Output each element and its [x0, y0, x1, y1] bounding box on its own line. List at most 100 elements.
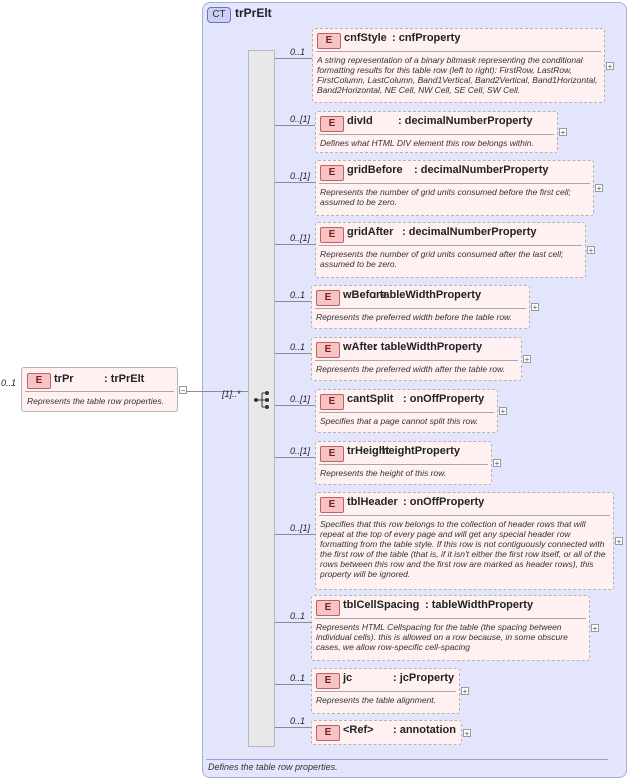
expand-toggle[interactable]: +: [499, 407, 507, 416]
sequence-icon: [254, 391, 269, 409]
element-type: : jcProperty: [393, 672, 455, 684]
root-occurrence: 0..1: [1, 378, 17, 388]
root-connector-line: [187, 391, 248, 392]
element-name: <Ref>: [343, 724, 374, 736]
element-badge: E: [316, 725, 340, 741]
element-badge: E: [316, 673, 340, 689]
expand-toggle[interactable]: +: [493, 459, 501, 468]
element-badge: E: [316, 290, 340, 306]
expand-toggle[interactable]: +: [523, 355, 531, 364]
connector-line: [275, 182, 315, 183]
element-description: Specifies that this row belongs to the c…: [320, 519, 606, 579]
element-separator: [319, 464, 488, 465]
element-type: : decimalNumberProperty: [414, 164, 549, 176]
occurrence-label: 0..[1]: [290, 233, 311, 243]
expand-toggle[interactable]: +: [591, 624, 599, 633]
element-box-wafter[interactable]: [311, 337, 522, 381]
element-badge: E: [320, 165, 344, 181]
element-name: divId: [347, 115, 373, 127]
root-element-name: trPr: [54, 373, 74, 385]
element-type: : heightProperty: [375, 445, 460, 457]
occurrence-label: 0..[1]: [290, 114, 311, 124]
connector-line: [275, 405, 315, 406]
connector-line: [275, 244, 315, 245]
sequence-occurrence: [1]..*: [222, 389, 241, 399]
occurrence-label: 0..[1]: [290, 394, 311, 404]
element-type: : decimalNumberProperty: [398, 115, 533, 127]
element-separator: [315, 308, 526, 309]
connector-line: [275, 457, 315, 458]
expand-toggle[interactable]: +: [559, 128, 567, 137]
complex-type-badge: CT: [207, 7, 231, 23]
element-box-cantsplit[interactable]: [315, 389, 498, 433]
sequence-compositor[interactable]: [248, 50, 275, 747]
element-type: : tableWidthProperty: [425, 599, 534, 611]
footer-divider: [206, 759, 608, 760]
element-badge: E: [320, 446, 344, 462]
element-name: wAfter: [343, 341, 378, 353]
element-separator: [316, 51, 601, 52]
element-description: Represents the number of grid units cons…: [320, 187, 571, 207]
occurrence-label: 0..[1]: [290, 523, 311, 533]
element-separator: [315, 691, 456, 692]
connector-line: [275, 727, 311, 728]
expand-toggle[interactable]: +: [595, 184, 603, 193]
occurrence-label: 0..1: [290, 673, 306, 683]
element-separator: [319, 412, 494, 413]
element-description: Represents the height of this row.: [320, 468, 447, 478]
element-type: : onOffProperty: [403, 496, 485, 508]
element-name: gridBefore: [347, 164, 403, 176]
element-type: : decimalNumberProperty: [402, 226, 537, 238]
collapse-toggle[interactable]: −: [179, 386, 187, 395]
element-separator: [319, 183, 590, 184]
element-name: trHeight: [347, 445, 390, 457]
complex-type-name: trPrElt: [235, 6, 272, 20]
element-box-gridbefore[interactable]: [315, 160, 594, 216]
connector-line: [275, 58, 312, 59]
connector-line: [275, 301, 311, 302]
expand-toggle[interactable]: +: [587, 246, 595, 255]
connector-line: [275, 125, 315, 126]
element-description: Represents the preferred width after the…: [316, 364, 505, 374]
element-badge: E: [27, 373, 51, 389]
occurrence-label: 0..[1]: [290, 171, 311, 181]
element-box-gridafter[interactable]: [315, 222, 586, 278]
element-badge: E: [316, 342, 340, 358]
element-name: gridAfter: [347, 226, 394, 238]
element-box-tblheader[interactable]: [315, 492, 614, 590]
element-description: Defines what HTML DIV element this row b…: [320, 138, 534, 148]
element-name: wBefore: [343, 289, 387, 301]
element-badge: E: [317, 33, 341, 49]
element-name: tblCellSpacing: [343, 599, 420, 611]
element-box-tblcellspacing[interactable]: [311, 595, 590, 661]
expand-toggle[interactable]: +: [531, 303, 539, 312]
element-separator: [315, 360, 518, 361]
element-description: Specifies that a page cannot split this …: [320, 416, 479, 426]
element-name: cantSplit: [347, 393, 394, 405]
element-type: : onOffProperty: [403, 393, 485, 405]
element-box-cnfstyle[interactable]: [312, 28, 605, 103]
occurrence-label: 0..1: [290, 716, 306, 726]
element-separator: [319, 515, 610, 516]
element-description: A string representation of a binary bitm…: [317, 55, 598, 95]
element-box-wbefore[interactable]: [311, 285, 530, 329]
element-badge: E: [320, 227, 344, 243]
element-box-divid[interactable]: [315, 111, 558, 153]
connector-line: [275, 684, 311, 685]
complex-type-documentation: Defines the table row properties.: [208, 762, 338, 772]
occurrence-label: 0..[1]: [290, 446, 311, 456]
root-element-type: : trPrElt: [104, 373, 145, 385]
expand-toggle[interactable]: +: [463, 729, 471, 738]
occurrence-label: 0..1: [290, 47, 306, 57]
occurrence-label: 0..1: [290, 290, 306, 300]
element-box-trheight[interactable]: [315, 441, 492, 485]
expand-toggle[interactable]: +: [606, 62, 614, 71]
element-badge: E: [320, 497, 344, 513]
expand-toggle[interactable]: +: [615, 537, 623, 546]
element-description: Represents the number of grid units cons…: [320, 249, 564, 269]
element-name: jc: [343, 672, 353, 684]
element-type: : tableWidthProperty: [373, 289, 482, 301]
element-name: cnfStyle: [344, 32, 387, 44]
element-type: : annotation: [393, 724, 456, 736]
expand-toggle[interactable]: +: [461, 687, 469, 696]
